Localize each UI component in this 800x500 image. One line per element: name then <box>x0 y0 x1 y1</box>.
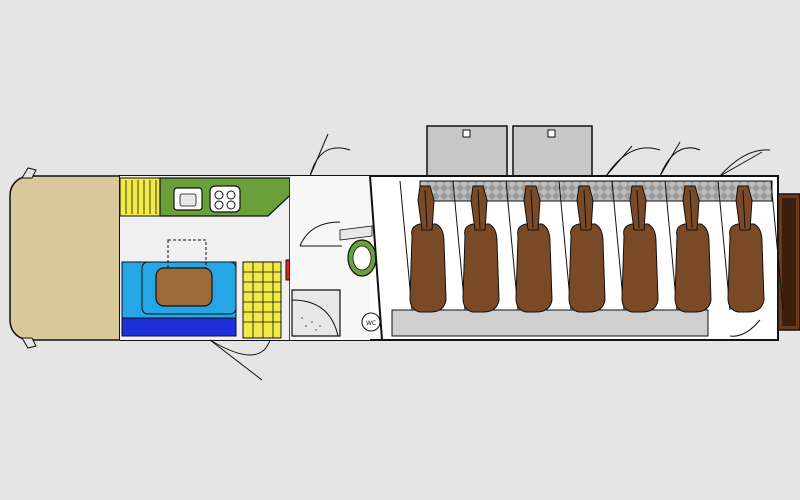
burner-icon <box>214 200 224 210</box>
mirror-bottom-icon <box>21 337 37 349</box>
horses <box>409 185 765 313</box>
mirror-top-icon <box>21 167 37 179</box>
burner-icon <box>214 190 224 200</box>
burner-icon <box>226 190 236 200</box>
walkway-floor <box>391 309 709 337</box>
cab <box>9 167 121 349</box>
cab-body <box>9 175 121 341</box>
locker-right-handle <box>547 129 556 138</box>
horse-icon <box>462 185 500 313</box>
horse-icon <box>409 185 447 313</box>
door-swing-side <box>209 339 271 356</box>
horse-icon <box>568 185 606 313</box>
bathroom-door-swing <box>299 221 341 247</box>
external-lockers <box>426 125 593 177</box>
shower-curve <box>291 299 339 337</box>
side-door-swings <box>605 141 771 177</box>
door-leaf-side <box>209 339 263 381</box>
wc-label: WC <box>366 320 376 327</box>
horse-icon <box>727 185 765 313</box>
dinette-seat-outline <box>141 261 237 315</box>
rear-ramp-inner <box>782 198 796 326</box>
horse-icon <box>621 185 659 313</box>
living-area <box>119 176 303 381</box>
ladder-rungs <box>243 262 281 338</box>
burner-icon <box>226 200 236 210</box>
locker-left-handle <box>462 129 471 138</box>
bathroom: WC <box>290 133 383 341</box>
shelf-hatch <box>339 225 373 241</box>
horse-icon <box>674 185 712 313</box>
wardrobe-lines <box>125 180 157 214</box>
shower-dots <box>301 317 321 331</box>
sink-basin <box>179 193 197 207</box>
stove <box>209 185 241 213</box>
horse-area <box>391 141 784 337</box>
dinette-table <box>155 267 213 307</box>
entry-door-leaf <box>309 133 329 177</box>
ladder <box>242 261 282 339</box>
diagonal-wall <box>369 175 383 341</box>
wardrobe-shelf-top <box>119 177 161 217</box>
wash-basin-bowl <box>352 245 372 271</box>
stall-partition <box>770 180 784 311</box>
horse-icon <box>515 185 553 313</box>
rear-door-swing <box>729 319 761 337</box>
